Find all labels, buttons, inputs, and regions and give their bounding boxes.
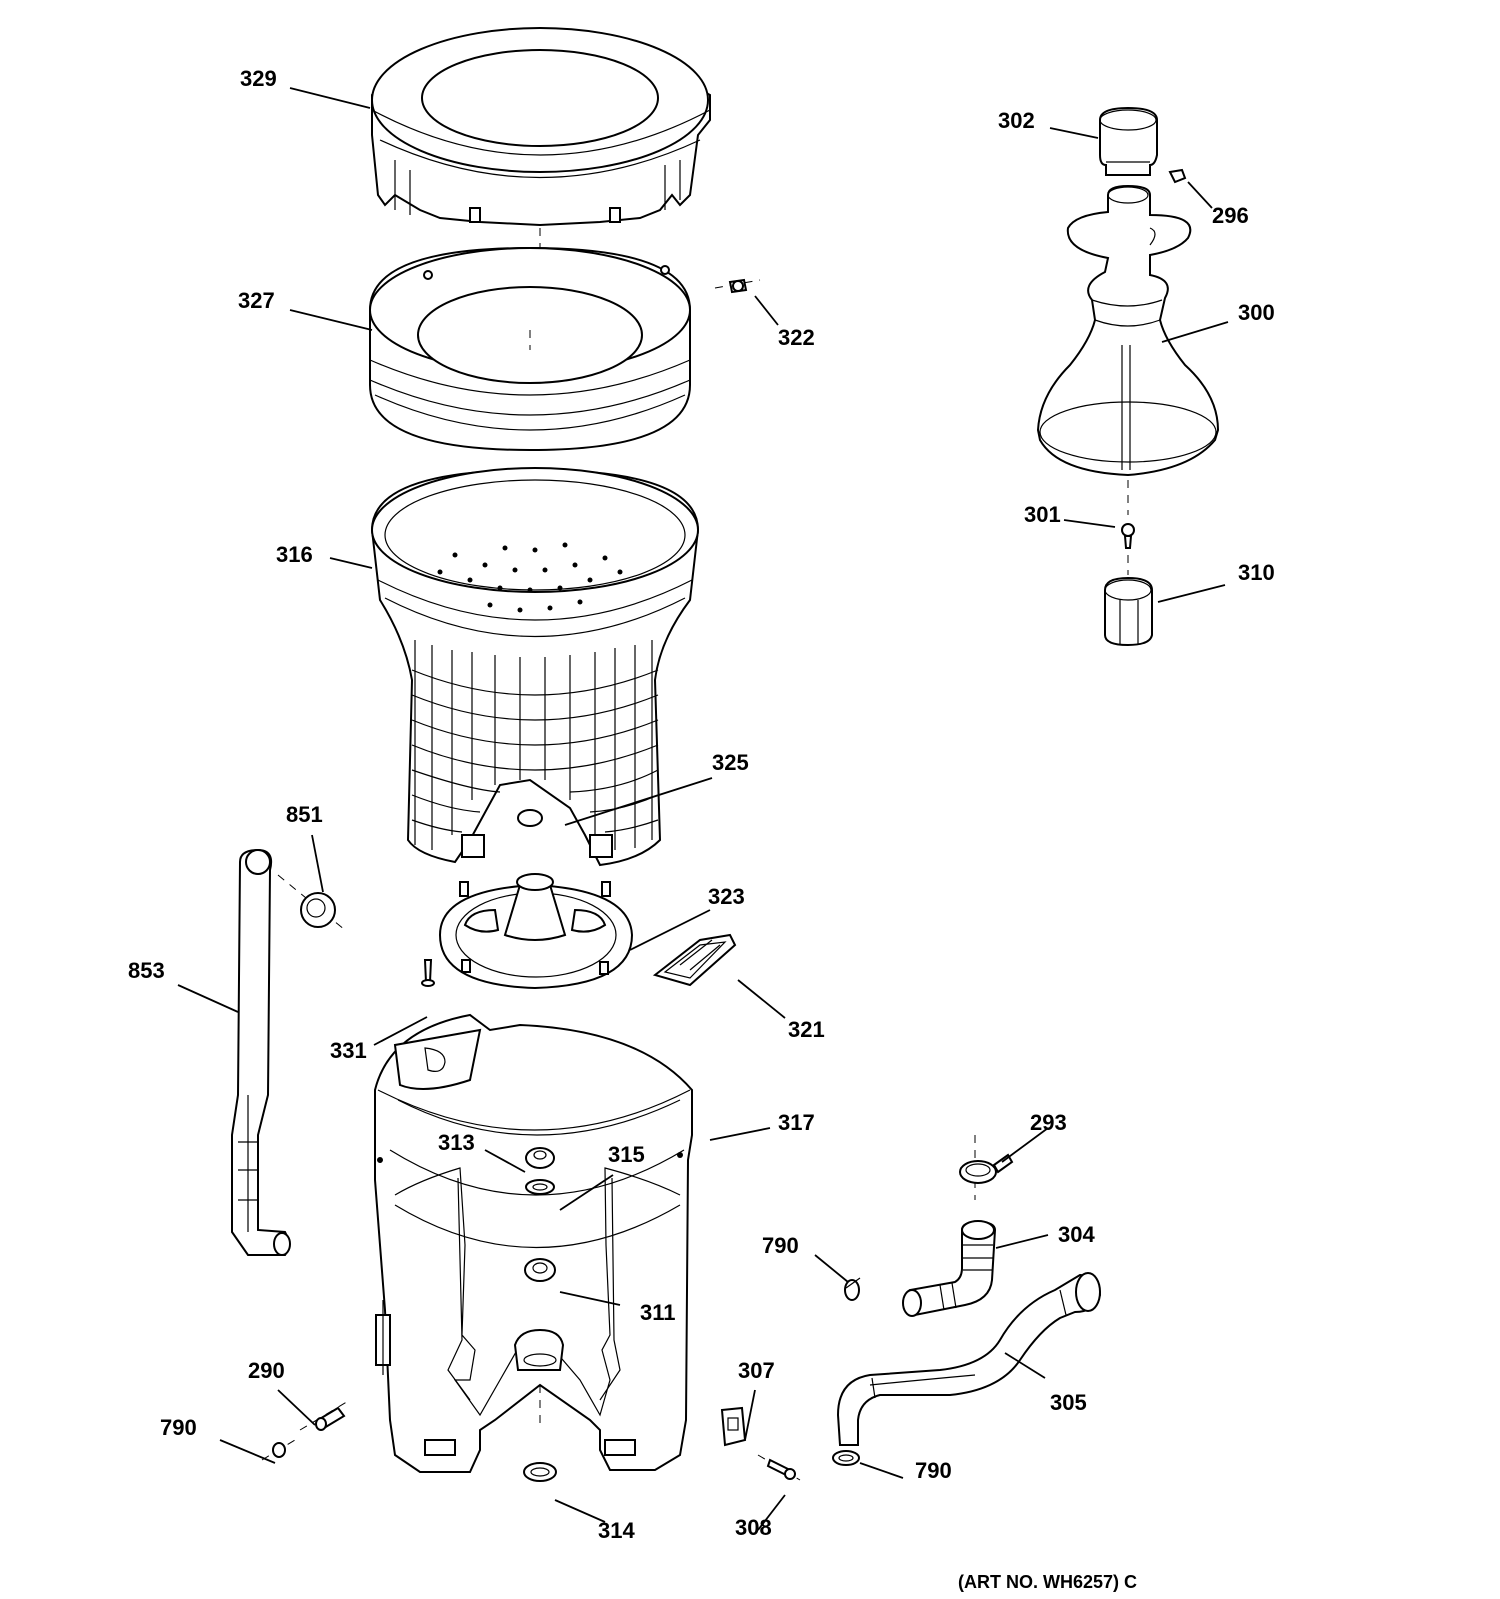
part-302-cap[interactable]	[1099, 106, 1158, 176]
part-296-clip[interactable]	[1168, 168, 1187, 184]
label-300: 300	[1238, 300, 1275, 325]
part-321-filter[interactable]	[652, 933, 737, 987]
part-labels: 329 327 322 316 325 851 853 323 321 331 …	[128, 66, 1275, 1592]
label-317: 317	[778, 1110, 815, 1135]
part-305-hose[interactable]	[836, 1272, 1102, 1446]
label-327: 327	[238, 288, 275, 313]
part-307-clip[interactable]	[720, 1406, 747, 1447]
leader-lines	[177, 87, 1229, 1531]
label-307: 307	[738, 1358, 775, 1383]
part-329-tub-cover[interactable]	[371, 27, 711, 227]
part-323-mounting-plate[interactable]	[438, 873, 634, 990]
label-302: 302	[998, 108, 1035, 133]
label-322: 322	[778, 325, 815, 350]
art-number: (ART NO. WH6257) C	[958, 1572, 1137, 1592]
label-314: 314	[598, 1518, 635, 1543]
label-790-middle: 790	[762, 1233, 799, 1258]
label-305: 305	[1050, 1390, 1087, 1415]
label-311: 311	[640, 1300, 676, 1325]
part-790-clamp-left[interactable]	[261, 1439, 296, 1461]
label-329: 329	[240, 66, 277, 91]
label-293: 293	[1030, 1110, 1067, 1135]
label-296: 296	[1212, 203, 1249, 228]
label-321: 321	[788, 1017, 825, 1042]
part-311-nut[interactable]	[524, 1258, 556, 1282]
label-315: 315	[608, 1142, 645, 1167]
part-308-screw[interactable]	[757, 1454, 801, 1481]
label-310: 310	[1238, 560, 1275, 585]
part-304-hose[interactable]	[902, 1220, 997, 1317]
part-317-outer-tub[interactable]	[374, 1013, 693, 1473]
part-293-clamp[interactable]	[959, 1135, 1014, 1200]
part-316-spin-basket[interactable]	[370, 467, 700, 867]
label-304: 304	[1058, 1222, 1095, 1247]
label-290: 290	[248, 1358, 285, 1383]
part-790-clamp-middle[interactable]	[844, 1277, 861, 1301]
label-316: 316	[276, 542, 313, 567]
part-310-coupling[interactable]	[1104, 576, 1153, 647]
part-851-valve[interactable]	[277, 874, 346, 931]
part-314-seal[interactable]	[523, 1462, 557, 1482]
part-331-screw[interactable]	[421, 959, 435, 987]
label-790-left: 790	[160, 1415, 197, 1440]
label-331: 331	[330, 1038, 367, 1063]
part-322-screw[interactable]	[714, 278, 761, 294]
part-300-agitator[interactable]	[1036, 184, 1220, 477]
label-853: 853	[128, 958, 165, 983]
label-301: 301	[1024, 502, 1061, 527]
label-325: 325	[712, 750, 749, 775]
label-790-right: 790	[915, 1458, 952, 1483]
part-290-pin[interactable]	[299, 1399, 351, 1431]
label-313: 313	[438, 1130, 475, 1155]
part-313-nut[interactable]	[525, 1147, 555, 1169]
label-308: 308	[735, 1515, 772, 1540]
label-323: 323	[708, 884, 745, 909]
label-851: 851	[286, 802, 323, 827]
part-315-washer[interactable]	[525, 1179, 555, 1195]
part-853-tube[interactable]	[231, 848, 291, 1256]
part-790-clamp-right[interactable]	[832, 1450, 860, 1466]
part-301-screw[interactable]	[1121, 523, 1135, 549]
